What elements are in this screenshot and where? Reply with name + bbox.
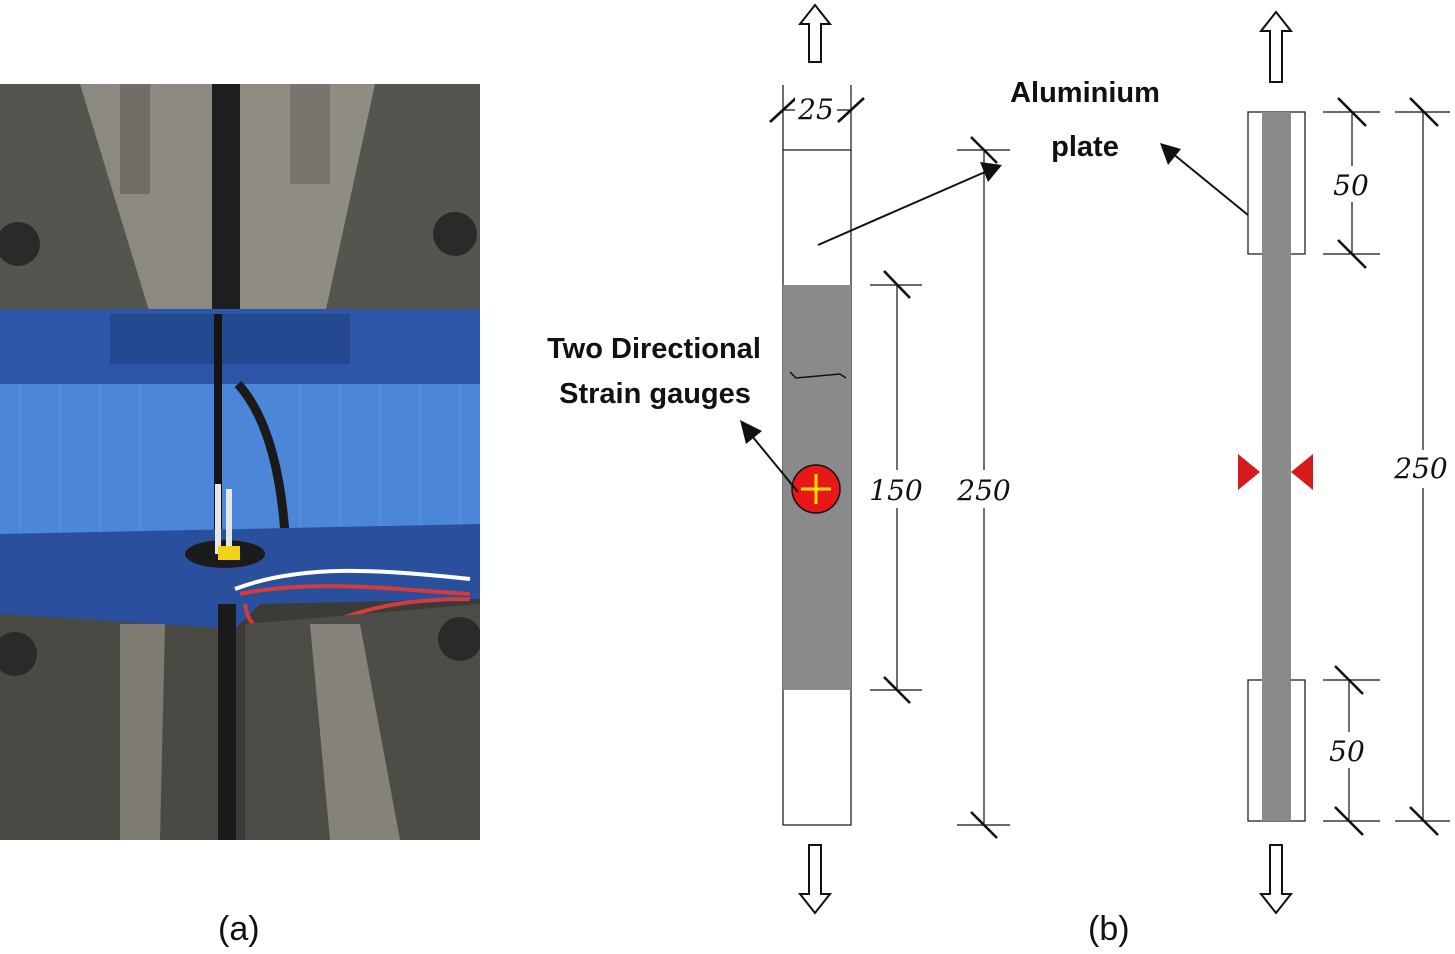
total-length-value: 250 [956, 474, 1010, 507]
strain-gauge-label: Two Directional [547, 333, 761, 365]
tab-top-value: 50 [1333, 169, 1369, 202]
tension-arrow-up-icon [1258, 10, 1294, 83]
testing-machine-illustration [0, 84, 480, 840]
tab-top-dimension: 50 [1323, 97, 1380, 269]
aluminium-plate-label-line2: plate [1051, 131, 1119, 163]
aluminium-plate-label: Aluminium [1010, 77, 1160, 109]
tab-bottom-dimension: 50 [1321, 665, 1380, 836]
gauge-length-value: 150 [869, 474, 922, 507]
tab-bottom-value: 50 [1329, 735, 1365, 768]
width-value: 25 [797, 93, 834, 126]
total-length-side-dimension: 250 [1388, 97, 1454, 836]
total-length-dimension: 250 [950, 136, 1018, 839]
gauge-length-dimension: 150 [863, 270, 929, 704]
total-length-side-value: 250 [1393, 452, 1447, 485]
aluminium-plate-leader [817, 162, 1002, 246]
support-marker-icon [1238, 454, 1313, 490]
side-plate-leader [1160, 143, 1249, 216]
strain-gauge-label-line2: Strain gauges [559, 378, 751, 410]
strain-gauge-icon [791, 464, 841, 514]
tension-arrow-down-icon [1258, 844, 1294, 915]
test-setup-photo [0, 84, 480, 840]
strain-direction-symbol [789, 371, 847, 379]
tension-arrow-up-icon [797, 3, 833, 63]
strain-gauge-leader [740, 420, 799, 493]
tension-arrow-down-icon [797, 844, 833, 915]
specimen-side-view [1262, 112, 1291, 821]
width-dimension: 25 [769, 85, 865, 150]
panel-label-b: (b) [1088, 910, 1130, 948]
panel-label-a: (a) [218, 910, 260, 948]
